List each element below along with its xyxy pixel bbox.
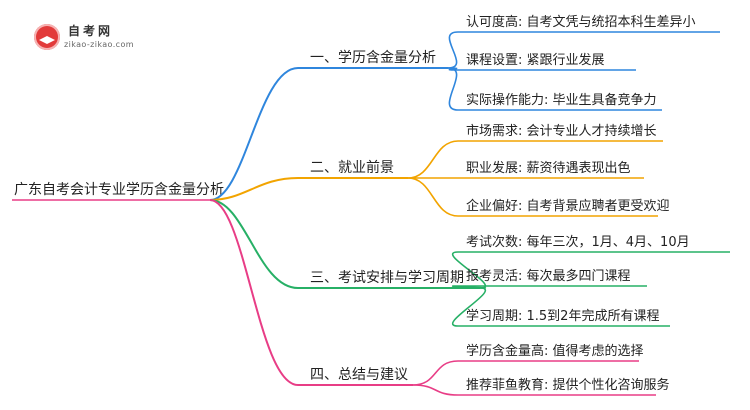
leaf-label: 报考灵活: 每次最多四门课程 <box>466 268 631 284</box>
leaf-label: 推荐菲鱼教育: 提供个性化咨询服务 <box>466 377 670 393</box>
connector-branch-leaf <box>451 287 487 327</box>
leaf-label: 课程设置: 紧跟行业发展 <box>466 52 605 68</box>
branch-label: 二、就业前景 <box>310 159 394 176</box>
root-topic: 广东自考会计专业学历含金量分析 <box>14 182 224 198</box>
connector-branch-leaf <box>412 360 459 386</box>
leaf-label: 学历含金量高: 值得考虑的选择 <box>466 343 644 359</box>
connector-branch-leaf <box>407 177 459 217</box>
branch-label: 四、总结与建议 <box>310 367 408 383</box>
connector-branch-leaf <box>407 140 459 179</box>
leaf-label: 企业偏好: 自考背景应聘者更受欢迎 <box>466 198 670 214</box>
connector-branch-leaf <box>447 31 459 69</box>
connector-root-branch <box>209 199 299 386</box>
site-logo: 自考网 zikao-zikao.com <box>34 18 154 58</box>
leaf-label: 考试次数: 每年三次，1月、4月、10月 <box>466 234 690 250</box>
branch-label: 三、考试安排与学习周期 <box>310 270 464 286</box>
leaf-label: 市场需求: 会计专业人才持续增长 <box>466 123 657 139</box>
leaf-label: 学习周期: 1.5到2年完成所有课程 <box>466 308 659 324</box>
connector-branch-leaf <box>451 285 487 289</box>
leaf-label: 职业发展: 薪资待遇表现出色 <box>466 160 631 176</box>
connector-root-branch <box>209 177 299 201</box>
leaf-label: 认可度高: 自考文凭与统招本科生差异小 <box>466 14 696 30</box>
connector-branch-leaf <box>412 384 459 396</box>
graduation-cap-icon <box>34 24 60 50</box>
branch-label: 一、学历含金量分析 <box>310 50 436 66</box>
leaf-label: 实际操作能力: 毕业生具备竞争力 <box>466 92 657 108</box>
logo-url: zikao-zikao.com <box>64 40 134 49</box>
connector-branch-leaf <box>447 67 459 111</box>
logo-title: 自考网 <box>68 24 114 38</box>
connector-root-branch <box>209 199 299 289</box>
connector-root-branch <box>209 67 299 201</box>
